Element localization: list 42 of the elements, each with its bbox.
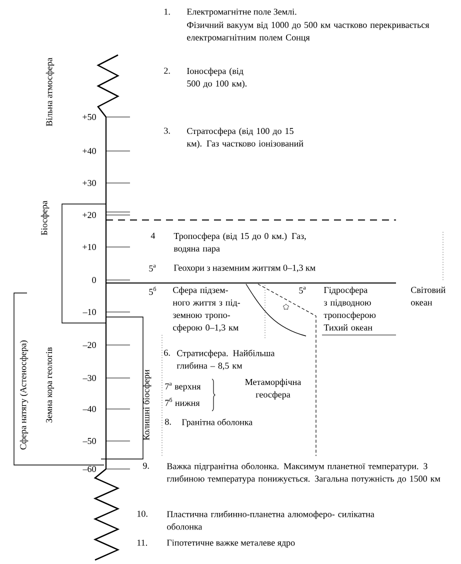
- layer-description: 7$^{а}$ верхня: [165, 382, 201, 392]
- layer-description: Фізичний вакуум від 1000 до 500 км частково перекривається електромагнітним полем Сонця: [187, 22, 430, 42]
- node-label: Біосфера: [40, 200, 50, 236]
- scale-value: –50: [82, 438, 96, 444]
- zone-label: Вільна атмосфера: [46, 58, 54, 126]
- layer-title: Гранітна оболонка: [182, 418, 253, 428]
- scale-value: +20: [82, 212, 96, 218]
- layer-description: 7$^{б}$ нижня: [165, 398, 200, 406]
- item-number: 10.: [137, 510, 148, 517]
- scale-value: +10: [82, 244, 96, 250]
- scale-value: +40: [82, 148, 96, 154]
- item-number: 5$^{а}$: [299, 286, 306, 294]
- item-number: 6.: [164, 350, 170, 356]
- layer-description: Світовий океан: [411, 286, 446, 306]
- layer-description: Сфера підзем- ного життя з під- земною тропо- сферою 0–1,3 км: [172, 286, 240, 332]
- item-number: 5$^{б}$: [149, 286, 156, 295]
- scale-value: –10: [82, 308, 96, 316]
- scale-value: +50: [82, 114, 96, 120]
- layer-description: Стратосфера (від 100 до 15 км). Газ частково іонізований: [186, 128, 304, 148]
- scale-value: –30: [82, 374, 96, 382]
- scale-value: 0: [92, 276, 96, 284]
- item-number: 4: [150, 232, 156, 239]
- item-number: 2.: [164, 68, 170, 74]
- layer-description: Геохори з наземним життям 0–1,3 км: [174, 264, 316, 273]
- layer-title: Гіпотетичне важке металеве ядро: [166, 540, 295, 548]
- item-number: 5$^{а}$: [149, 264, 156, 272]
- layer-title: Електромагнітне поле Землі.: [186, 8, 296, 17]
- layer-description: Важка підгранітна оболонка. Максимум планетної температури. З глибиною температура понижується. Загальна потужність до 1500 км: [166, 462, 440, 484]
- layer-description: Пластична глибинно-планетна алюмоферо- силікатна оболонка: [166, 510, 374, 530]
- scale-value: –20: [82, 342, 96, 348]
- item-number: 8.: [165, 418, 171, 425]
- item-number: 3.: [164, 128, 170, 134]
- scale-value: –60: [82, 466, 96, 472]
- layer-description: Стратисфера. Найбільша глибина – 8,5 км: [176, 350, 275, 370]
- layer-description: Тропосфера (від 15 до 0 км.) Газ, водяна пара: [174, 232, 306, 254]
- item-number: 11.: [137, 540, 148, 546]
- scale-value: –40: [82, 406, 96, 412]
- layer-description: Іоносфера (від 500 до 100 км).: [187, 68, 246, 88]
- item-number: 1.: [164, 8, 170, 15]
- scale-value: +30: [82, 180, 96, 186]
- layer-description: Гідросфера з підводною тропосферою Тихий океан: [324, 286, 376, 331]
- layer-description: Метаморфічна геосфера: [245, 378, 302, 400]
